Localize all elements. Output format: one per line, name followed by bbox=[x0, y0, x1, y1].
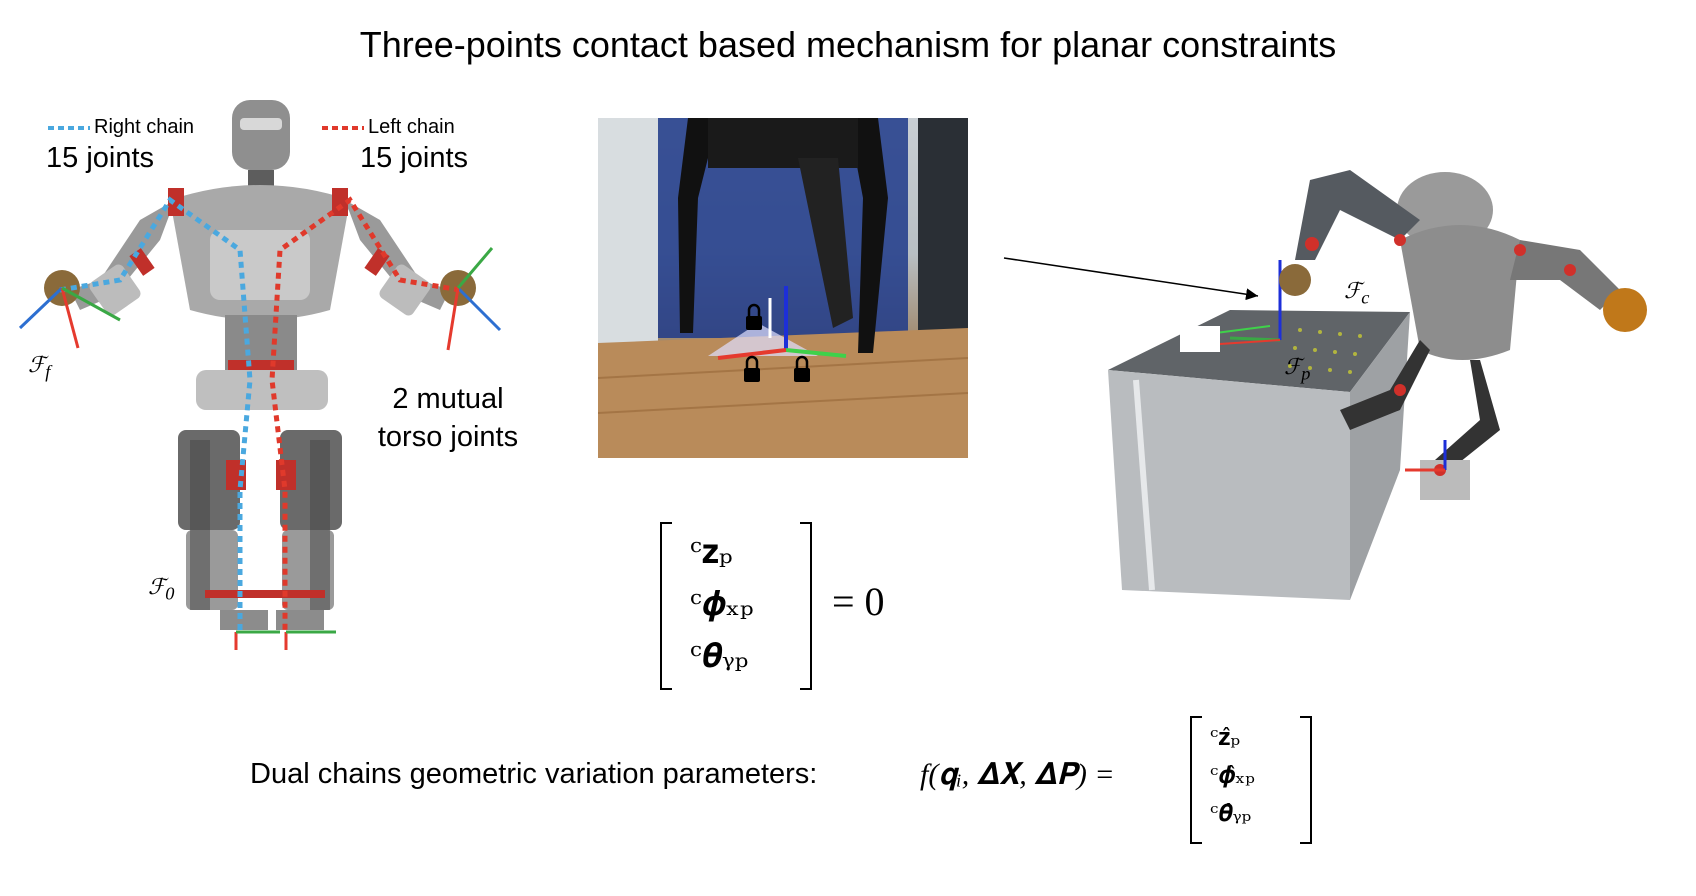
lock-icon bbox=[744, 355, 760, 382]
frame-c-symbol: ℱ bbox=[1344, 278, 1362, 303]
frame-f-label: ℱf bbox=[28, 352, 50, 382]
frame-f-sub: f bbox=[45, 361, 51, 382]
frame-p-symbol: ℱ bbox=[1284, 354, 1302, 379]
frame-f-symbol: ℱ bbox=[28, 352, 46, 377]
frame-c-sub: c bbox=[1361, 287, 1370, 308]
eq1-rhs: = 0 bbox=[832, 579, 885, 624]
frame-p-label: ℱp bbox=[1284, 354, 1310, 384]
variation-caption: Dual chains geometric variation paramete… bbox=[250, 758, 818, 790]
lock-icon bbox=[746, 303, 762, 330]
legend-left-chain-label: Left chain bbox=[368, 116, 455, 138]
torso-line-1: 2 mutual bbox=[392, 383, 504, 415]
gripper-photo bbox=[598, 118, 968, 458]
left-bracket bbox=[1190, 716, 1202, 844]
constraint-equation: ᶜ𝐳ₚ ᶜ𝝓ₓₚ ᶜ𝜽ᵧₚ = 0 bbox=[660, 522, 920, 692]
robot-table-scene bbox=[1100, 170, 1690, 610]
frame-0-label: ℱ0 bbox=[148, 574, 174, 604]
page-title: Three-points contact based mechanism for… bbox=[359, 24, 1337, 65]
left-chain-joints-label: 15 joints bbox=[360, 142, 469, 174]
humanoid-robot-figure bbox=[18, 100, 502, 676]
red-dotted-line-icon bbox=[322, 125, 364, 130]
eq2-row-z: ᶜ𝐳̂ₚ bbox=[1210, 723, 1241, 751]
torso-joints-label: 2 mutual torso joints bbox=[368, 380, 528, 456]
robot-table-illustration bbox=[1108, 170, 1647, 600]
right-bracket bbox=[800, 522, 812, 690]
eq2-vector: ᶜ𝐳̂ₚ ᶜ𝝓̂ₓₚ ᶜ𝜽̂ᵧₚ bbox=[1210, 718, 1255, 832]
legend-left-chain: Left chain bbox=[322, 116, 455, 139]
variation-vector: ᶜ𝐳̂ₚ ᶜ𝝓̂ₓₚ ᶜ𝜽̂ᵧₚ bbox=[1190, 716, 1320, 846]
legend-right-chain: Right chain bbox=[48, 116, 194, 139]
frame-c-label: ℱc bbox=[1344, 278, 1369, 308]
eq1-row-theta: ᶜ𝜽ᵧₚ bbox=[690, 636, 749, 676]
frame-p-sub: p bbox=[1301, 363, 1311, 384]
pointer-arrow bbox=[1003, 257, 1259, 300]
frame-0-sub: 0 bbox=[165, 583, 175, 604]
gripper-illustration bbox=[598, 118, 968, 458]
equation-vector: ᶜ𝐳ₚ ᶜ𝝓ₓₚ ᶜ𝜽ᵧₚ bbox=[690, 526, 754, 682]
lock-icon bbox=[794, 355, 810, 382]
frame-0-symbol: ℱ bbox=[148, 574, 166, 599]
right-chain-joints-label: 15 joints bbox=[46, 142, 155, 174]
left-bracket bbox=[660, 522, 672, 690]
eq2-row-theta: ᶜ𝜽̂ᵧₚ bbox=[1210, 799, 1252, 827]
eq1-row-phi: ᶜ𝝓ₓₚ bbox=[690, 584, 754, 624]
legend-right-chain-label: Right chain bbox=[94, 116, 195, 138]
eq1-row-z: ᶜ𝐳ₚ bbox=[690, 532, 733, 572]
blue-dotted-line-icon bbox=[48, 125, 90, 130]
eq2-lhs: f(𝐪ᵢ, 𝚫𝐗, 𝚫𝐏) = bbox=[920, 758, 1115, 791]
eq2-row-phi: ᶜ𝝓̂ₓₚ bbox=[1210, 761, 1255, 789]
torso-line-2: torso joints bbox=[377, 421, 519, 453]
humanoid-diagram bbox=[0, 90, 560, 676]
right-bracket bbox=[1300, 716, 1312, 844]
